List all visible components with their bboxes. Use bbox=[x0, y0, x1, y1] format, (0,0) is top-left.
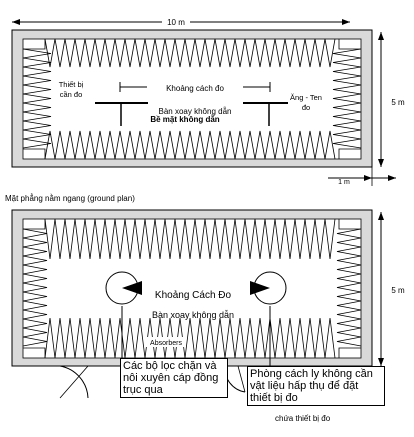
arrow-down-icon bbox=[378, 159, 384, 167]
bottom-height-label: 5 m bbox=[391, 286, 405, 295]
absorber-corner bbox=[23, 347, 46, 358]
height-label-bg bbox=[387, 95, 409, 107]
antenna-label-line-1: Ăng - Ten bbox=[290, 93, 322, 102]
filter-callout-text: Các bộ lọc chặn và nôi xuyên cáp đồng tr… bbox=[123, 360, 219, 396]
absorber-row-bottom bbox=[44, 130, 336, 160]
isolation-room-callout: Phòng cách ly không cần vật liệu hấp thụ… bbox=[247, 366, 385, 406]
absorber-corner bbox=[23, 219, 46, 230]
absorber-row-top bbox=[44, 218, 336, 260]
width-label-bg bbox=[162, 15, 190, 27]
filter-callout: Các bộ lọc chặn và nôi xuyên cáp đồng tr… bbox=[120, 358, 228, 398]
absorber-column-left bbox=[22, 48, 52, 149]
bottom-height-label-bg bbox=[387, 283, 409, 295]
device-label-line-2: cần đo bbox=[60, 90, 83, 99]
left-door-leaf bbox=[59, 365, 89, 399]
ground-plan-caption: Mặt phẳng nằm ngang (ground plan) bbox=[5, 194, 135, 203]
device-label-line-1: Thiết bị bbox=[59, 80, 84, 89]
right-door-leaf bbox=[237, 365, 246, 393]
floor-label: Bề mặt không dẫn bbox=[150, 115, 219, 124]
offset-arrow-right-icon bbox=[388, 175, 396, 181]
device-label-bg bbox=[56, 78, 86, 104]
absorber-column-right bbox=[336, 228, 362, 347]
arrow-up-icon bbox=[378, 32, 384, 40]
top-view: 10 m Khoảng cách đo Bàn xoay không dẫn B… bbox=[11, 15, 409, 186]
absorber-corner bbox=[23, 148, 46, 159]
distance-label-bg bbox=[147, 81, 243, 93]
bottom-turntable-label: Bàn xoay không dẫn bbox=[152, 310, 234, 320]
arrow-right-icon bbox=[342, 19, 350, 25]
absorber-corner bbox=[338, 148, 361, 159]
bottom-arrow-up-icon bbox=[378, 212, 384, 220]
absorber-column-right bbox=[332, 48, 362, 149]
left-door-arc bbox=[59, 365, 89, 399]
absorbers-label: Absorbers bbox=[150, 340, 182, 347]
bottom-view: Khoảng Cách Đo Bàn xoay không dẫn Absorb… bbox=[11, 209, 409, 423]
absorber-column-left bbox=[22, 228, 48, 347]
top-absorbers bbox=[22, 38, 362, 160]
bottom-absorbers bbox=[22, 218, 362, 359]
absorbers-label-bg bbox=[146, 337, 186, 347]
offset-label: 1 m bbox=[338, 179, 350, 186]
absorber-corner bbox=[23, 39, 46, 50]
room-bottom-label: chứa thiết bị đo bbox=[275, 414, 331, 423]
absorber-row-top bbox=[44, 38, 336, 68]
antenna-label-line-2: đo bbox=[302, 103, 310, 112]
bottom-arrow-down-icon bbox=[378, 358, 384, 366]
absorber-corner bbox=[338, 347, 361, 358]
absorber-row-bottom bbox=[44, 317, 336, 359]
height-label: 5 m bbox=[391, 98, 405, 107]
absorber-corner bbox=[338, 219, 361, 230]
distance-label: Khoảng cách đo bbox=[166, 84, 224, 93]
absorber-corner bbox=[338, 39, 361, 50]
turntable-label: Bàn xoay không dẫn bbox=[159, 107, 232, 116]
antenna-label-bg bbox=[288, 91, 324, 115]
antenna-direction-arrow-icon bbox=[250, 281, 270, 295]
isolation-room-callout-text: Phòng cách ly không cần vật liệu hấp thụ… bbox=[250, 368, 373, 404]
arrow-left-icon bbox=[12, 19, 20, 25]
offset-arrow-left-icon bbox=[364, 175, 372, 181]
width-label: 10 m bbox=[167, 18, 185, 27]
bottom-distance-label: Khoảng Cách Đo bbox=[155, 290, 232, 301]
device-direction-arrow-icon bbox=[122, 281, 142, 295]
